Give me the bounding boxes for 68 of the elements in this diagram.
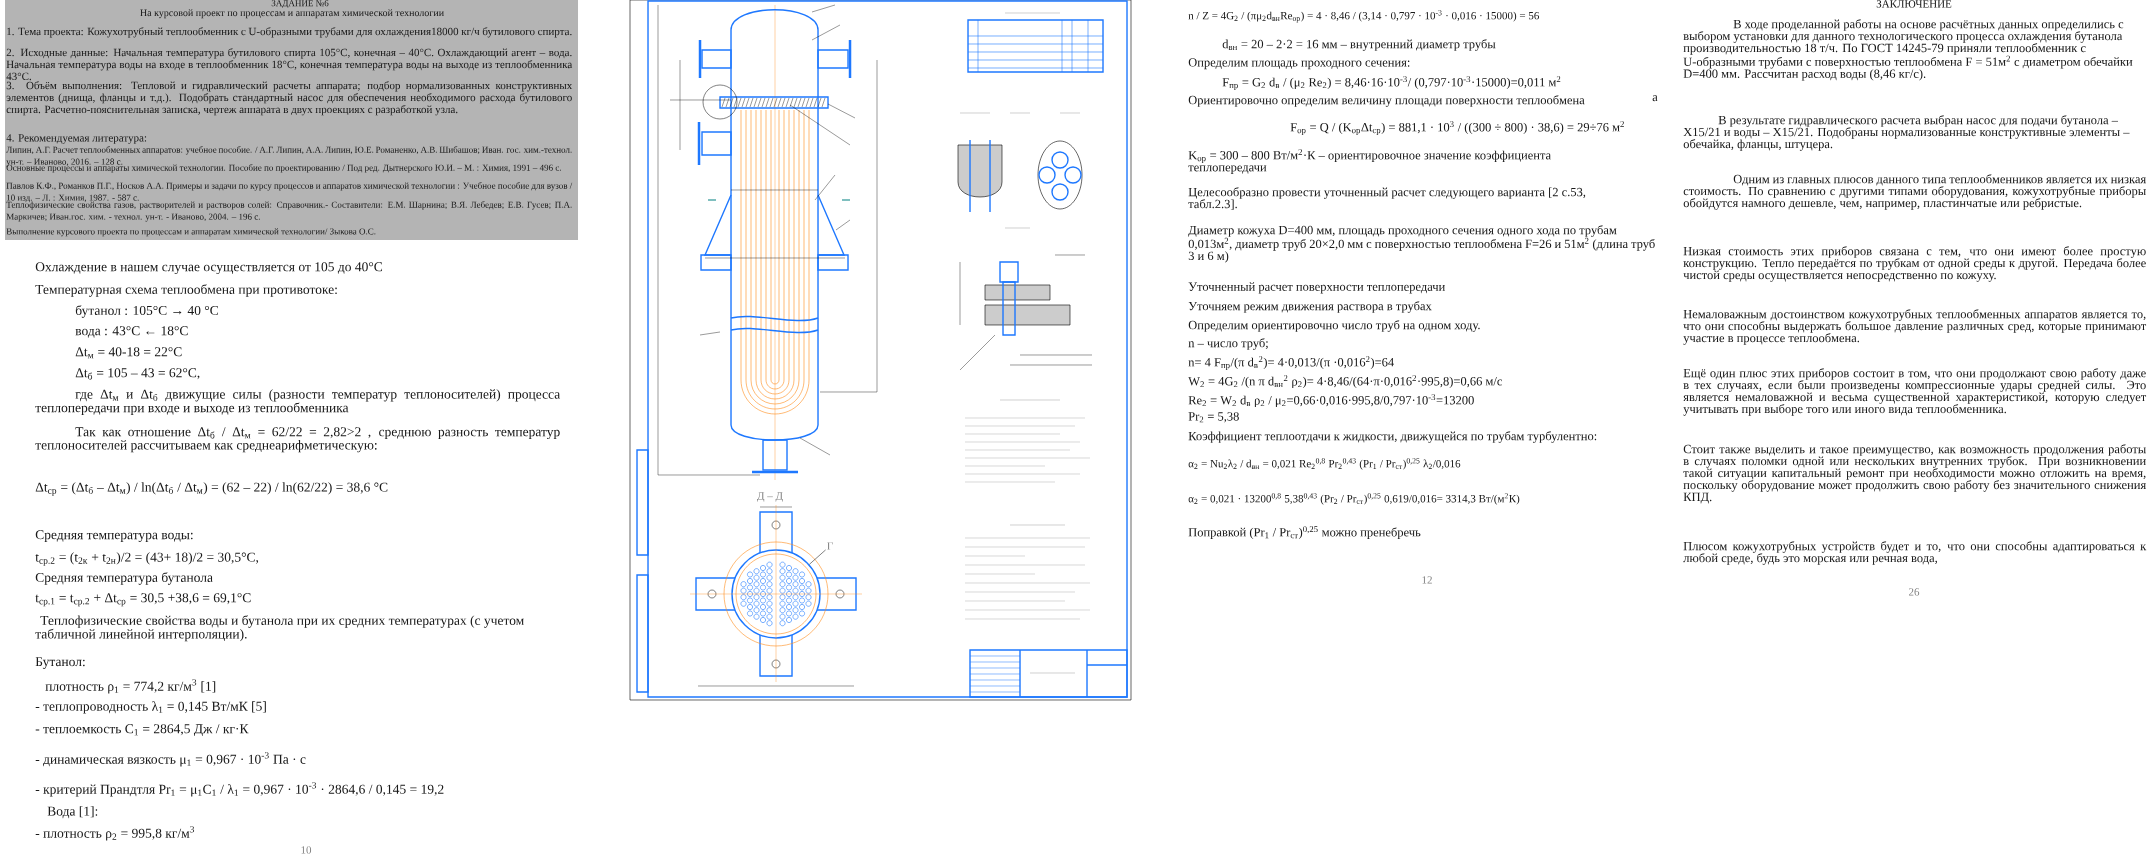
paragraph: где Δt$_{м}$ и Δt$_{б}$ движущие силы (разности температур теплоносителей) процесса теплопередачи при входе и выходе из теплообменника — [35, 389, 561, 415]
formula: бутанол : 105°С → 40 °С — [75, 305, 218, 318]
tube-sheet-section — [731, 549, 821, 639]
formula: Pr$_{2}$ = 5,38 — [1188, 412, 1239, 423]
page-number: 10 — [301, 846, 312, 854]
paragraph: Немаловажным достоинством кожухотрубных теплообменных аппаратов является то, что они способны выдержать большое давление различных сред, которые принимают участие в процессе теплообмена. — [1683, 309, 2147, 345]
paragraph: Стоит также выделить и такое преимущество, как возможность продолжения работы в случаях поломки одной или нескольких внутренних трубок. При возникновении такой ситуации капитальный ремонт при необходимости можно отложить на время, поскольку оборудование может продолжить свою работу без значительного снижения КПД. — [1683, 444, 2146, 504]
text-line: Определим площадь проходного сечения: — [1188, 58, 1410, 70]
list-item: плотность ρ$_{1}$ = 774,2 кг/м$^{3}$ [1] — [45, 679, 216, 694]
formula: d$_{вн}$ = 20 – 2·2 = 16 мм – внутренний диаметр трубы — [1222, 39, 1496, 51]
text-line: Средняя температура бутанола — [35, 572, 213, 585]
text-line: Ориентировочно определим величину площади поверхности теплообмена — [1188, 95, 1585, 107]
paragraph: 1. Тема проекта: Кожухотрубный теплообменник с U-образными трубами для охлаждения18000 кг/ч бутилового спирта. — [7, 27, 572, 38]
formula: вода : 43°С ← 18°С — [75, 326, 188, 338]
page-number: 12 — [1422, 576, 1432, 584]
formula: n= 4 F$_{пр}$/(π d$_{в}$$^{2}$)= 4·0,013/(π ·0,016$^{2}$)=64 — [1188, 356, 1394, 370]
paragraph: Ещё один плюс этих приборов состоит в том, что они продолжают свою работу даже в тех случаях, если были произведены компрессионные удары средней силы. Это является немаловажной и весьма существенной характеристикой, которую следует учитывать при выборе того или иного вида теплообменника. — [1683, 368, 2147, 416]
heading: ЗАДАНИЕ №6 — [271, 0, 329, 9]
paragraph: Целесообразно провести уточненный расчет следующего варианта [2 с.53, табл.2.3]. — [1188, 187, 1586, 210]
paragraph: Теплофизические свойства воды и бутанола при их средних температурах (с учетом табличной линейной интерполяции). — [35, 615, 524, 642]
paragraph: Одним из главных плюсов данного типа теплообменников является их низкая стоимость. По сравнению с другими типами оборудования, кожухотрубные приборы обойдутся намного дешевле, чем, например, пластинчатые или ребристые. — [1683, 174, 2146, 210]
formula: Δt$_{ср}$ = (Δt$_{б}$ – Δt$_{м}$) / ln(Δt$_{б}$ / Δt$_{м}$) = (62 – 22) / ln(62/22) = 38,6 °С — [35, 482, 388, 496]
formula: F$_{ор}$ = Q / (K$_{ор}$Δt$_{ср}$) = 881,1 · 10$^{3}$ / ((300 ÷ 800) · 38,6) = 29÷76 м$^{2}$ — [1290, 121, 1624, 135]
text-line: Вода [1]: — [47, 806, 98, 819]
formula: Δt$_{м}$ = 40-18 = 22°С — [75, 347, 182, 359]
paragraph: Так как отношение Δt$_{б}$ / Δt$_{м}$ = 62/22 = 2,82>2 , среднюю разность температур теплоносителей рассчитываем как среднеарифметическую: — [35, 427, 560, 453]
formula: W$_{2}$ = 4G$_{2}$ /(n π d$_{вн}$$^{2}$ ρ$_{2}$)= 4·8,46/(64·π·0,016$^{2}$·995,8)=0,66 м/с — [1188, 375, 1502, 388]
text-line: Температурная схема теплообмена при противотоке: — [35, 284, 337, 297]
text-line: Бутанол: — [35, 657, 85, 669]
formula: α$_{2}$ = Nu$_{2}$λ$_{2}$ / d$_{вн}$ = 0,021 Re$_{2}$$^{0,8}$ Pr$_{2}$$^{0,43}$ (Pr$_{1}$ / Pr$_{ст}$)$^{0,25}$ λ$_{2}$/0,016 — [1188, 458, 1461, 470]
text-line: Коэффициент теплоотдачи к жидкости, движущейся по трубам турбулентно: — [1188, 431, 1597, 443]
reference-entry: Теплофизические свойства газов, растворителей и растворов солей: Справочник.- Составители: Е.М. Шарнина; В.Я. Лебедев; Е.В. Гусев; П.А. Маркичев; Иван.гос. хим. - технол. ун-т. - Иваново, 2004. – 196 с. — [6, 201, 572, 222]
formula: α$_{2}$ = 0,021 · 13200$^{0,8}$ 5,38$^{0,43}$ (Pr$_{2}$ / Pr$_{ст}$)$^{0,25}$ 0,619/0,016= 3314,3 Вт/(м$^{2}$К) — [1188, 493, 1520, 505]
leader-line — [809, 549, 826, 565]
list-item: - плотность ρ$_{2}$ = 995,8 кг/м$^{3}$ — [35, 826, 195, 841]
paragraph: Плюсом кожухотрубных устройств будет и то, что они способны адаптироваться к любой среде, будь это морская или речная вода, — [1683, 541, 2147, 565]
list-item: - теплопроводность λ$_{1}$ = 0,145 Вт/мК [5] — [35, 701, 266, 714]
formula: Поправкой (Pr$_{1}$ / Pr$_{ст}$)$^{0,25}$ можно пренебречь — [1188, 526, 1421, 539]
paragraph: 3. Объём выполнения: Тепловой и гидравлический расчеты аппарата; подбор нормализованных конструктивных элементов (днища, фланцы и т.д.). Подобрать стандартный насос для обеспечения необходимого расхода бутилового спирта. Расчетно-пояснительная записка, чертеж аппарата в двух проекциях с разработкой узла. — [6, 81, 573, 116]
callout-letter: Г — [827, 542, 833, 550]
formula: n / Z = 4G$_{2}$ / (πμ$_{2}$d$_{вн}$Re$_{ор}$) = 4 · 8,46 / (3,14 · 0,797 · 10$^{-3}$ · 0,016 · 15000) = 56 — [1188, 10, 1539, 23]
list-item: - динамическая вязкость μ$_{1}$ = 0,967 · 10$^{-3}$ Па · с — [35, 752, 306, 767]
text-line: n – число труб; — [1188, 338, 1268, 350]
paragraph: 2. Исходные данные: Начальная температура бутилового спирта 105°С, конечная – 40°С. Охлаждающий агент – вода. Начальная температура воды на входе в теплообменник 18°С, конечная температура воды на выходе из теплообменника 43°С. — [6, 48, 573, 81]
paragraph: Низкая стоимость этих приборов связана с тем, что они имеют более простую конструкцию. Тепло передаётся по трубкам от одной среды к другой. Передача более чистой среды осуществляется непосредственно по кожуху. — [1683, 246, 2146, 282]
section-label: Д – Д — [757, 492, 783, 502]
formula: Δt$_{б}$ = 105 – 43 = 62°С, — [75, 368, 200, 380]
formula: F$_{пр}$ = G$_{2}$ d$_{в}$ / (μ$_{2}$ Re$_{2}$) = 8,46·16·10$^{-3}$/ (0,797·10$^{-3}$·15000)=0,011 м$^{2}$ — [1222, 76, 1561, 90]
text-line: Уточняем режим движения раствора в трубах — [1188, 301, 1432, 313]
paragraph: Диаметр кожуха D=400 мм, площадь проходного сечения одного хода по трубам 0,013м$^{2}$, диаметр труб 20×2,0 мм с поверхностью теплообмена F=26 и 51м$^{2}$ (длина труб 3 и 6 м) — [1188, 225, 1655, 263]
paragraph: K$_{ор}$ = 300 – 800 Вт/м$^{2}$·К – ориентировочное значение коэффициента теплопередачи — [1188, 149, 1551, 174]
heading: ЗАКЛЮЧЕНИЕ — [1876, 0, 1952, 8]
list-item: - теплоемкость С$_{1}$ = 2864,5 Дж / кг·К — [35, 724, 249, 737]
text-line: Определим ориентировочно число труб на одном ходу. — [1188, 320, 1480, 332]
formula: Re$_{2}$ = W$_{2}$ d$_{в}$ ρ$_{2}$ / μ$_{2}$=0,66·0,016·995,8/0,797·10$^{-3}$=13200 — [1188, 394, 1474, 407]
heading: На курсовой проект по процессам и аппаратам химической технологии — [140, 9, 444, 19]
list-item: - критерий Прандтля Pr$_{1}$ = μ$_{1}$C$_{1}$ / λ$_{1}$ = 0,967 · 10$^{-3}$ · 2864,6 / 0,145 = 19,2 — [35, 782, 444, 797]
paragraph: В ходе проделанной работы на основе расчётных данных определились с выбором установки для данного технологического процесса охлаждения бутанола производительностью 18 т/ч. По ГОСТ 14245-79 приняли теплообменник с U-образными трубами с поверхностью теплообмена F = 51м$^{2}$ с диаметром обечайки D=400 мм. Рассчитан расход воды (8,46 кг/с). — [1683, 19, 2133, 81]
reference-entry: Выполнение курсового проекта по процессам и аппаратам химической технологии/ Зыкова О.С. — [6, 228, 376, 237]
formula: t$_{ср.2}$ = (t$_{2к}$ + t$_{2н}$)/2 = (43+ 18)/2 = 30,5°С, — [35, 552, 259, 566]
heading: 4. Рекомендуемая литература: — [6, 134, 147, 144]
formula: t$_{ср.1}$ = t$_{ср.2}$ + Δt$_{ср}$ = 30,5 +38,6 = 69,1°С — [35, 593, 251, 607]
text-line: а — [1652, 95, 1658, 102]
text-line: Охлаждение в нашем случае осуществляется от 105 до 40°С — [35, 262, 383, 275]
text-line: Средняя температура воды: — [35, 530, 193, 543]
page-number: 26 — [1909, 588, 1920, 596]
paragraph: В результате гидравлического расчета выбран насос для подачи бутанола – Х15/21 и воды – Х15/21. Подобраны нормализованные конструктивные элементы – обечайка, фланцы, штуцера. — [1683, 115, 2130, 151]
text-line: Уточненный расчет поверхности теплопередачи — [1188, 282, 1445, 294]
